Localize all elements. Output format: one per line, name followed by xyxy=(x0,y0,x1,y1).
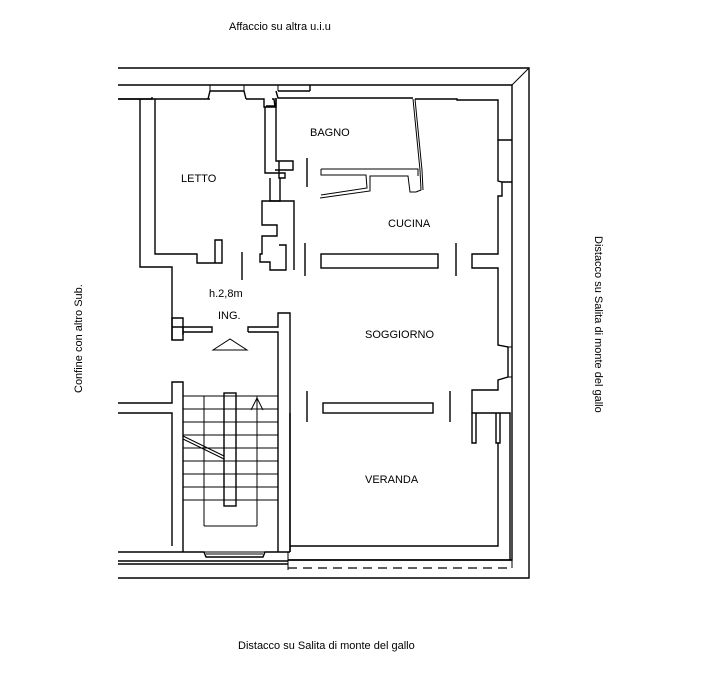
outer-boundary-line xyxy=(118,67,530,579)
letto-right-wall xyxy=(246,98,287,271)
right-wall-inner xyxy=(471,182,511,560)
letto-inner-bottom xyxy=(154,99,223,264)
bagno-bottom-wall-top xyxy=(321,168,419,176)
boundary-top-label: Affaccio su altra u.i.u xyxy=(229,21,331,33)
staircase xyxy=(182,392,279,553)
bottom-wall-left xyxy=(118,551,290,558)
stair-steps xyxy=(183,395,278,501)
bagno-top-wall xyxy=(275,90,413,99)
veranda-jamb-left xyxy=(471,413,477,444)
right-wall-window-1 xyxy=(497,140,512,183)
stair-cut-line-2 xyxy=(182,438,225,460)
room-label-ingresso: ING. xyxy=(218,310,241,322)
ing-door-right-stub xyxy=(247,312,291,552)
bagno-left-jog xyxy=(275,107,294,171)
ing-right-wall-inner xyxy=(248,331,279,552)
bagno-bottom-wall xyxy=(320,169,368,196)
room-label-cucina: CUCINA xyxy=(388,218,431,230)
bottom-walls xyxy=(118,413,513,570)
letto-walls xyxy=(139,98,295,341)
top-wall-stub xyxy=(118,97,153,100)
room-label-letto: LETTO xyxy=(181,173,217,185)
veranda-jamb-right xyxy=(495,413,501,444)
top-wall-segment-1 xyxy=(118,90,247,100)
doors xyxy=(241,158,457,422)
entrance-arrow-icon xyxy=(211,338,249,351)
boundary-left-label: Confine con altro Sub. xyxy=(73,284,85,393)
outer-boundary xyxy=(118,67,530,579)
ceiling-height: h.2,8m xyxy=(209,288,243,300)
room-label-bagno: BAGNO xyxy=(310,127,350,139)
room-label-veranda: VERANDA xyxy=(365,474,419,486)
cucina-soggiorno-partition xyxy=(320,253,439,269)
letto-wardrobe-jog xyxy=(269,178,295,225)
ing-left-jamb xyxy=(171,317,184,340)
left-wall-lower xyxy=(118,412,173,546)
ing-door-left-stub xyxy=(183,326,213,333)
exterior-wall-outer xyxy=(118,84,513,561)
room-label-soggiorno: SOGGIORNO xyxy=(365,329,435,341)
bagno-left-wall-lower xyxy=(278,161,280,179)
room-partitions xyxy=(320,253,439,414)
left-neighbor-wall xyxy=(118,381,184,552)
ingresso-walls xyxy=(171,312,291,552)
letto-left-outer xyxy=(139,99,184,341)
stair-center-wall xyxy=(223,392,237,507)
boundary-right-label: Distacco su Salita di monte del gallo xyxy=(592,236,604,413)
veranda-walls xyxy=(289,413,499,552)
stair-cut-line-1 xyxy=(182,435,225,457)
soggiorno-veranda-partition xyxy=(322,402,434,414)
boundary-bottom-label: Distacco su Salita di monte del gallo xyxy=(238,640,415,652)
corner-miter xyxy=(511,67,530,86)
stub3 xyxy=(272,98,276,108)
bagno-partition-inner xyxy=(414,98,424,191)
cucina-top-wall xyxy=(415,98,512,141)
left-wall-upper xyxy=(118,381,184,552)
bagno-partition-outer xyxy=(319,98,422,199)
bagno-partition xyxy=(319,98,424,199)
exterior-walls xyxy=(118,84,513,561)
